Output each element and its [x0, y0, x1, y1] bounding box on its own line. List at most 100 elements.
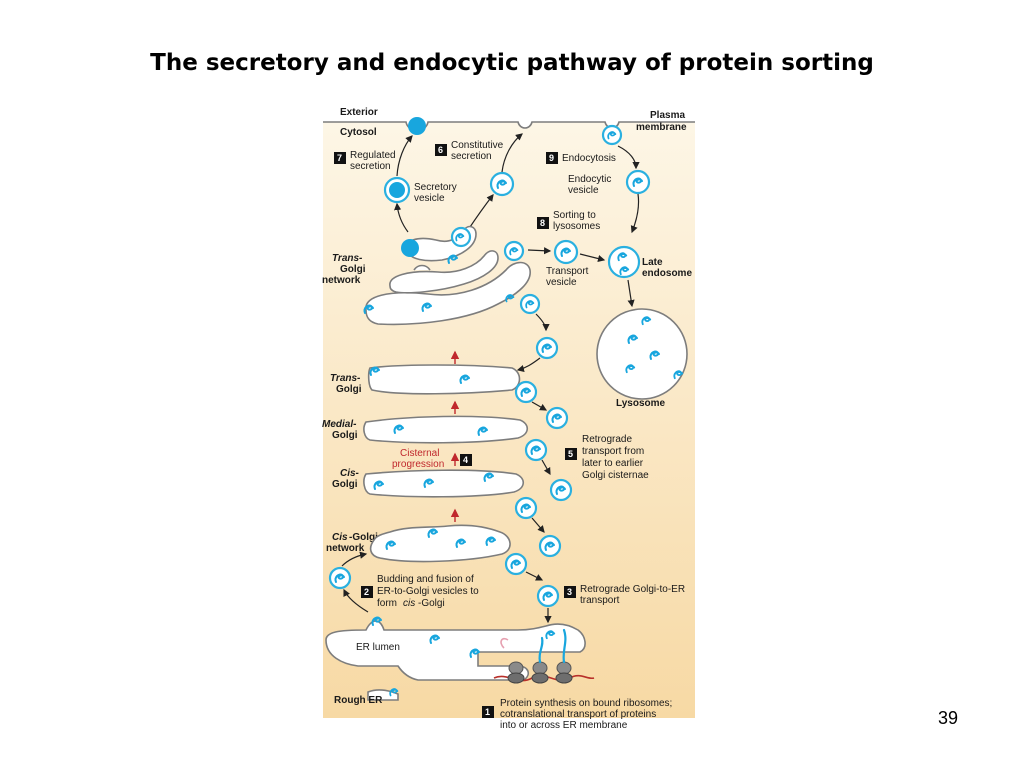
cisternal-label-2: progression [392, 459, 444, 470]
step-3-number: 3 [567, 587, 572, 597]
step-6-line1: Constitutive [451, 140, 504, 151]
step-5-line4: Golgi cisternae [582, 470, 649, 481]
er-budding-arrow [343, 588, 369, 613]
step-6-line2: secretion [451, 151, 492, 162]
step-2-line3-post: -Golgi [418, 598, 445, 609]
step-1-line1: Protein synthesis on bound ribosomes; [500, 698, 672, 709]
retrograde-arrow [541, 459, 551, 476]
cgn-label-1b: -Golgi [349, 532, 378, 543]
secretory-vesicle-label-2: vesicle [414, 193, 445, 204]
step-6-number: 6 [438, 145, 443, 155]
retrograde-arrow [535, 313, 550, 332]
step-9-badge [546, 152, 558, 164]
step-4-number: 4 [463, 455, 468, 465]
step-7-line1: Regulated [350, 150, 396, 161]
transport-vesicle-label-1: Transport [546, 266, 589, 277]
trans-golgi-cisterna [367, 364, 521, 395]
trans-golgi-label-2: Golgi [336, 384, 362, 395]
step-2-badge [361, 586, 373, 598]
step-4-badge [460, 454, 472, 466]
tgn-label-1: Trans- [332, 253, 363, 264]
slide-title: The secretory and endocytic pathway of p… [150, 50, 874, 76]
to-secretory-arrow [394, 202, 409, 233]
step-5-line3: later to earlier [582, 458, 644, 469]
secretory-granule [389, 182, 405, 198]
step-5-badge [565, 448, 577, 460]
step-9-line1: Endocytosis [562, 153, 616, 164]
cis-golgi-label-2: Golgi [332, 479, 358, 490]
nascent-protein [562, 628, 567, 664]
cisternal-label-1: Cisternal [400, 448, 439, 459]
step-9-number: 9 [549, 153, 554, 163]
cgn-label-2: network [326, 543, 365, 554]
step-2-line3-italic: cis [403, 598, 415, 609]
step-6-badge [435, 144, 447, 156]
step-7-line2: secretion [350, 161, 391, 172]
to-late-endosome-arrow [579, 253, 606, 263]
regulated-secretion-arrow [396, 135, 413, 177]
step-1-number: 1 [485, 707, 490, 717]
step-2-line1: Budding and fusion of [377, 574, 474, 585]
step-3-line1: Retrograde Golgi-to-ER [580, 584, 685, 595]
step-8-line2: lysosomes [553, 221, 600, 232]
step-8-number: 8 [540, 218, 545, 228]
endoplasmic-reticulum [325, 620, 586, 681]
step-2-number: 2 [364, 587, 369, 597]
pathway-diagram: Exterior Cytosol Plasma membrane 7 Regul… [322, 107, 695, 731]
step-8-line1: Sorting to [553, 210, 596, 221]
tgn-label-3: network [322, 275, 361, 286]
retrograde-arrow [531, 401, 548, 411]
pathway-figure: Exterior Cytosol Plasma membrane 7 Regul… [318, 100, 704, 740]
step-5-number: 5 [568, 449, 573, 459]
medial-golgi-label-1: Medial- [322, 419, 357, 430]
medial-golgi-cisterna [363, 415, 529, 444]
endocytic-vesicle-label-1: Endocytic [568, 174, 611, 185]
step-3-line2: transport [580, 595, 620, 606]
er-lumen-label: ER lumen [356, 642, 400, 653]
cis-golgi-network [369, 524, 511, 563]
step-1-badge [482, 706, 494, 718]
cis-golgi-cisterna [363, 469, 525, 498]
step-8-badge [537, 217, 549, 229]
constitutive-secretion-arrow [501, 133, 523, 173]
trans-golgi-network [365, 225, 531, 326]
medial-golgi-label-2: Golgi [332, 430, 358, 441]
step-1-line2: cotranslational transport of proteins [500, 709, 656, 720]
endocytosis-arrow [617, 145, 640, 170]
to-endosome-arrow [630, 193, 640, 234]
transport-vesicle-label-2: vesicle [546, 277, 577, 288]
step-2-line3-pre: form [377, 598, 397, 609]
retrograde-arrow [516, 357, 541, 373]
step-1-line3: into or across ER membrane [500, 720, 628, 731]
to-lysosome-arrow [627, 279, 635, 308]
late-endosome-label-2: endosome [642, 268, 692, 279]
cgn-label-1a: Cis [332, 532, 348, 543]
step-3-badge [564, 586, 576, 598]
er-to-golgi-arrow [341, 551, 368, 567]
late-endosome-label-1: Late [642, 257, 663, 268]
step-5-line1: Retrograde [582, 434, 632, 445]
retrograde-arrow [525, 571, 544, 581]
step-7-badge [334, 152, 346, 164]
exterior-label: Exterior [340, 107, 378, 118]
tgn-label-2: Golgi [340, 264, 366, 275]
lysosome-label: Lysosome [616, 398, 666, 409]
trans-golgi-label-1: Trans- [330, 373, 361, 384]
nascent-protein [538, 636, 544, 664]
plasma-label: Plasma [650, 110, 685, 121]
step-7-number: 7 [337, 153, 342, 163]
rough-er-label: Rough ER [334, 695, 383, 706]
step-5-line2: transport from [582, 446, 644, 457]
cytosol-label: Cytosol [340, 127, 377, 138]
membrane-label: membrane [636, 122, 687, 133]
secretory-vesicle-label-1: Secretory [414, 182, 457, 193]
ribosome-group [507, 661, 573, 684]
nascent-peptide [500, 637, 509, 649]
step-2-line2: ER-to-Golgi vesicles to [377, 586, 479, 597]
to-transport-vesicle-arrow [527, 247, 552, 255]
secreted-granule [408, 117, 426, 135]
late-endosome [607, 245, 641, 279]
page-number: 39 [938, 708, 959, 728]
endocytic-vesicle-label-2: vesicle [568, 185, 599, 196]
lysosome [596, 308, 688, 400]
